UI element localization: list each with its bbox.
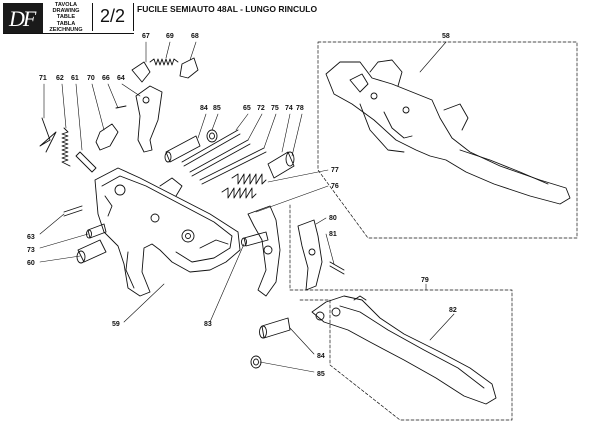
- callout-62: 62: [56, 75, 64, 82]
- callout-74: 74: [285, 105, 293, 112]
- group-box-58: [317, 41, 578, 239]
- springs: [39, 58, 267, 199]
- callout-69: 69: [166, 33, 174, 40]
- callout-84b: 84: [317, 353, 325, 360]
- logo-text: DF: [9, 6, 36, 31]
- callout-59: 59: [112, 321, 120, 328]
- callout-76: 76: [331, 183, 339, 190]
- callout-75: 75: [271, 105, 279, 112]
- callout-84a: 84: [200, 105, 208, 112]
- table-word: TAVOLA: [54, 2, 78, 8]
- brand-logo: DF: [3, 3, 43, 33]
- table-word: DRAWING: [52, 8, 80, 15]
- callout-82: 82: [449, 307, 457, 314]
- leader-lines: [39, 41, 455, 373]
- callout-63: 63: [27, 234, 35, 241]
- callout-73: 73: [27, 247, 35, 254]
- callouts: 67 69 68 58 71 62 61 70 66 64 84 85 65 7…: [27, 33, 457, 378]
- lower-pins: [63, 205, 269, 264]
- callout-60: 60: [27, 260, 35, 267]
- sear-parts: [247, 205, 345, 297]
- table-word: ZEICHNUNG: [49, 26, 83, 33]
- table-words: TAVOLA DRAWING TABLE TABLA ZEICHNUNG: [45, 2, 87, 33]
- header-rule: [3, 33, 134, 34]
- callout-79: 79: [421, 277, 429, 284]
- callout-64: 64: [117, 75, 125, 82]
- table-word: TABLA: [56, 20, 76, 27]
- callout-81: 81: [329, 231, 337, 238]
- callout-78: 78: [296, 105, 304, 112]
- callout-70: 70: [87, 75, 95, 82]
- group-box-79: [289, 204, 513, 421]
- callout-85b: 85: [317, 371, 325, 378]
- callout-68: 68: [191, 33, 199, 40]
- callout-65: 65: [243, 105, 251, 112]
- callout-66: 66: [102, 75, 110, 82]
- callout-71: 71: [39, 75, 47, 82]
- assembled-view-58: [325, 59, 571, 205]
- table-word: TABLE: [56, 14, 76, 21]
- trigger-housing-part: [94, 167, 241, 297]
- callout-80: 80: [329, 215, 337, 222]
- callout-85a: 85: [213, 105, 221, 112]
- page-number: 2/2: [100, 6, 126, 26]
- callout-58: 58: [442, 33, 450, 40]
- hammer-and-linkage: [95, 57, 199, 153]
- pins-and-cylinders: [75, 129, 295, 369]
- header-divider: [92, 3, 93, 31]
- header-divider: [133, 3, 134, 31]
- callout-61: 61: [71, 75, 79, 82]
- page-title: FUCILE SEMIAUTO 48AL - LUNGO RINCULO: [137, 4, 318, 14]
- callout-67: 67: [142, 33, 150, 40]
- callout-77: 77: [331, 167, 339, 174]
- callout-72: 72: [257, 105, 265, 112]
- callout-83: 83: [204, 321, 212, 328]
- linkage-82: [311, 295, 497, 405]
